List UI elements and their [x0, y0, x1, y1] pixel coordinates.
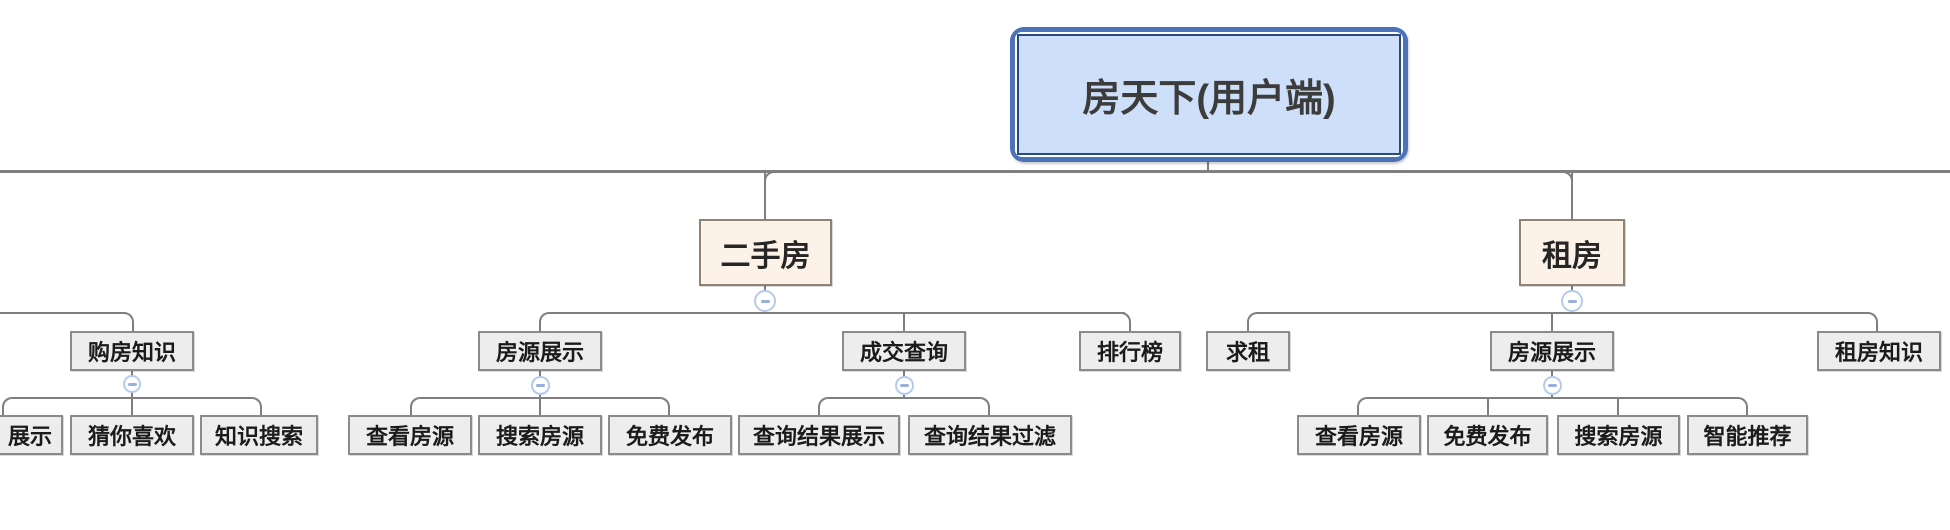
connector-line-h	[0, 312, 126, 314]
node-chengjiao-chaxun[interactable]: 成交查询	[842, 331, 966, 371]
node-mianfei-fabu-esf[interactable]: 免费发布	[608, 415, 732, 455]
connector-corner	[978, 397, 990, 415]
collapse-button-zufang[interactable]	[1561, 290, 1583, 312]
collapse-button-ershoufang[interactable]	[754, 290, 776, 312]
collapse-button-goufang-zhishi[interactable]	[123, 375, 141, 393]
node-sousuo-fangyuan-zf[interactable]: 搜索房源	[1557, 415, 1680, 455]
connector-line-v	[764, 172, 766, 219]
node-fangyuan-zhanshi-zf[interactable]: 房源展示	[1490, 331, 1614, 371]
node-zhineng-tuijian[interactable]: 智能推荐	[1687, 415, 1808, 455]
node-chakan-fangyuan-zf[interactable]: 查看房源	[1297, 415, 1421, 455]
node-cainixihuan[interactable]: 猜你喜欢	[70, 415, 194, 455]
node-zhishi-sousuo[interactable]: 知识搜索	[200, 415, 318, 455]
connector-line-v	[1551, 313, 1553, 331]
connector-corner	[1357, 397, 1369, 415]
connector-line-v	[539, 398, 541, 415]
node-sousuo-fangyuan-esf[interactable]: 搜索房源	[478, 415, 602, 455]
node-chakan-fangyuan-esf[interactable]: 查看房源	[348, 415, 472, 455]
connector-corner	[2, 397, 14, 415]
node-root[interactable]: 房天下(用户端)	[1010, 27, 1408, 162]
root-node-frame: 房天下(用户端)	[1015, 32, 1403, 157]
connector-line-v	[1487, 398, 1489, 415]
connector-line-h	[1257, 312, 1869, 314]
connector-line-v	[1207, 159, 1209, 172]
node-mianfei-fabu-zf[interactable]: 免费发布	[1427, 415, 1548, 455]
node-paihangbang[interactable]: 排行榜	[1079, 331, 1181, 371]
collapse-button-fangyuan-zhanshi-zf[interactable]	[1542, 375, 1562, 395]
connector-line-h	[1367, 397, 1738, 399]
connector-line-v	[131, 398, 133, 415]
connector-line-v	[903, 313, 905, 331]
collapse-button-chengjiao-chaxun[interactable]	[894, 375, 914, 395]
node-zufang[interactable]: 租房	[1519, 219, 1625, 286]
connector-corner	[658, 397, 670, 415]
node-chaxun-jieguo-guolv[interactable]: 查询结果过滤	[908, 415, 1072, 455]
connector-corner	[1247, 312, 1259, 331]
root-node-label: 房天下(用户端)	[1017, 34, 1401, 155]
connector-corner	[1561, 171, 1573, 185]
connector-corner	[410, 397, 422, 415]
minus-icon	[535, 383, 545, 387]
collapse-button-fangyuan-zhanshi-esf[interactable]	[530, 375, 550, 395]
connector-corner	[122, 312, 134, 331]
minus-icon	[760, 299, 770, 303]
connector-corner	[1119, 312, 1131, 331]
connector-line-h	[0, 170, 1950, 173]
minus-icon	[127, 382, 137, 386]
connector-corner	[1736, 397, 1748, 415]
connector-corner	[764, 171, 776, 185]
node-fangyuan-zhanshi-esf[interactable]: 房源展示	[478, 331, 602, 371]
connector-line-h	[828, 397, 980, 399]
node-qiuzu[interactable]: 求租	[1206, 331, 1290, 371]
connector-corner	[539, 312, 551, 331]
node-chaxun-jieguo-zhanshi[interactable]: 查询结果展示	[738, 415, 900, 455]
connector-corner	[250, 397, 262, 415]
minus-icon	[1567, 299, 1577, 303]
minus-icon	[899, 383, 909, 387]
connector-line-v	[1617, 398, 1619, 415]
node-goufang-zhishi[interactable]: 购房知识	[70, 331, 194, 371]
node-zhanshi[interactable]: 展示	[0, 415, 63, 455]
node-zufang-zhishi[interactable]: 租房知识	[1817, 331, 1941, 371]
minus-icon	[1547, 383, 1557, 387]
connector-line-h	[549, 312, 1125, 314]
node-ershoufang[interactable]: 二手房	[699, 219, 832, 286]
connector-corner	[818, 397, 830, 415]
connector-line-v	[1571, 172, 1573, 219]
connector-corner	[1866, 312, 1878, 331]
